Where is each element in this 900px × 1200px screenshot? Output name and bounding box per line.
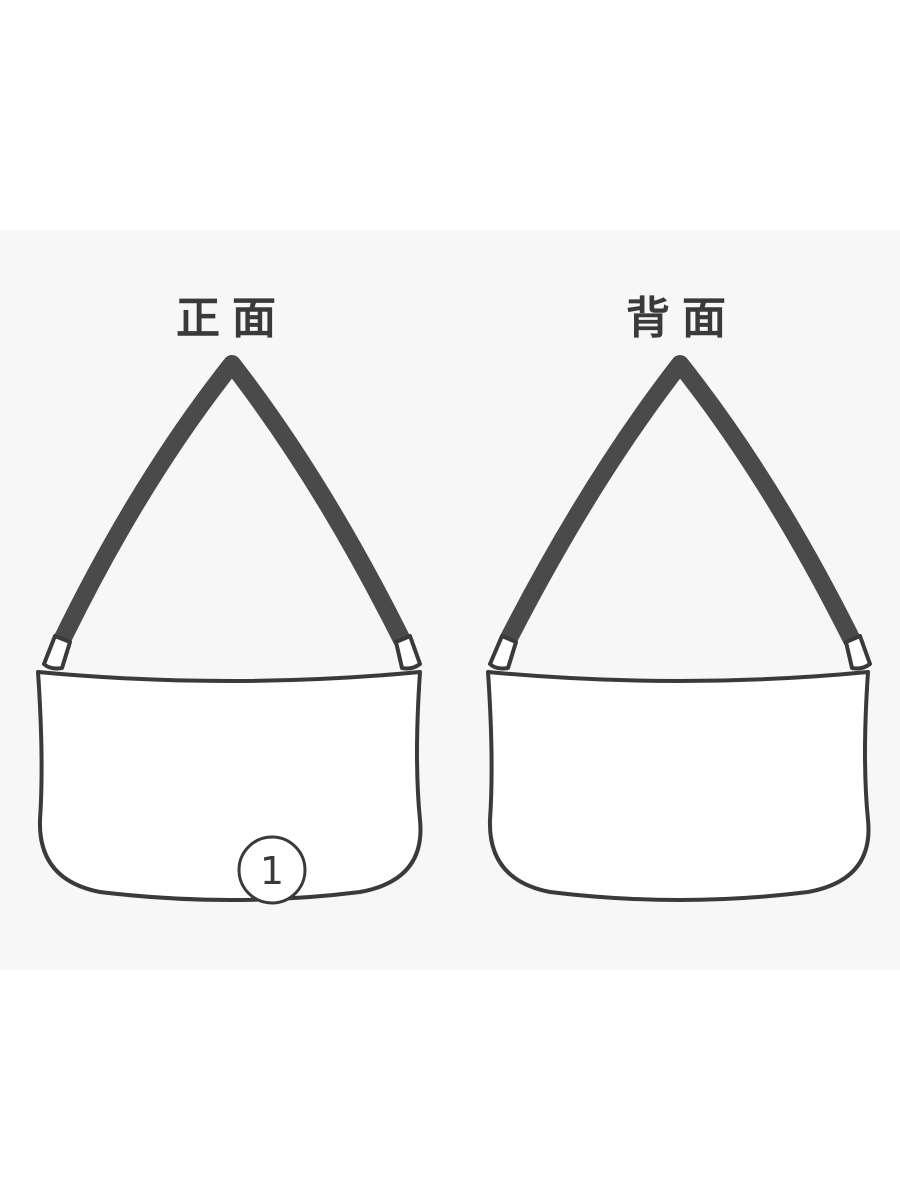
callout-circle xyxy=(237,835,307,905)
back-view-label: 背面 xyxy=(626,293,738,344)
front-strap xyxy=(53,355,411,649)
front-strap-connector-left xyxy=(42,634,72,671)
back-strap xyxy=(499,355,861,649)
front-view-label: 正面 xyxy=(176,293,288,344)
back-bag-body xyxy=(486,670,871,902)
back-strap-connector-left xyxy=(488,634,518,671)
front-strap-connector-right xyxy=(394,634,422,671)
front-bag: 1 xyxy=(36,355,423,905)
back-strap-connector-right xyxy=(844,634,872,671)
front-bag-body xyxy=(36,670,423,902)
callout-number: 1 xyxy=(260,849,284,893)
back-bag xyxy=(486,355,872,902)
callout-marker: 1 xyxy=(237,835,307,905)
